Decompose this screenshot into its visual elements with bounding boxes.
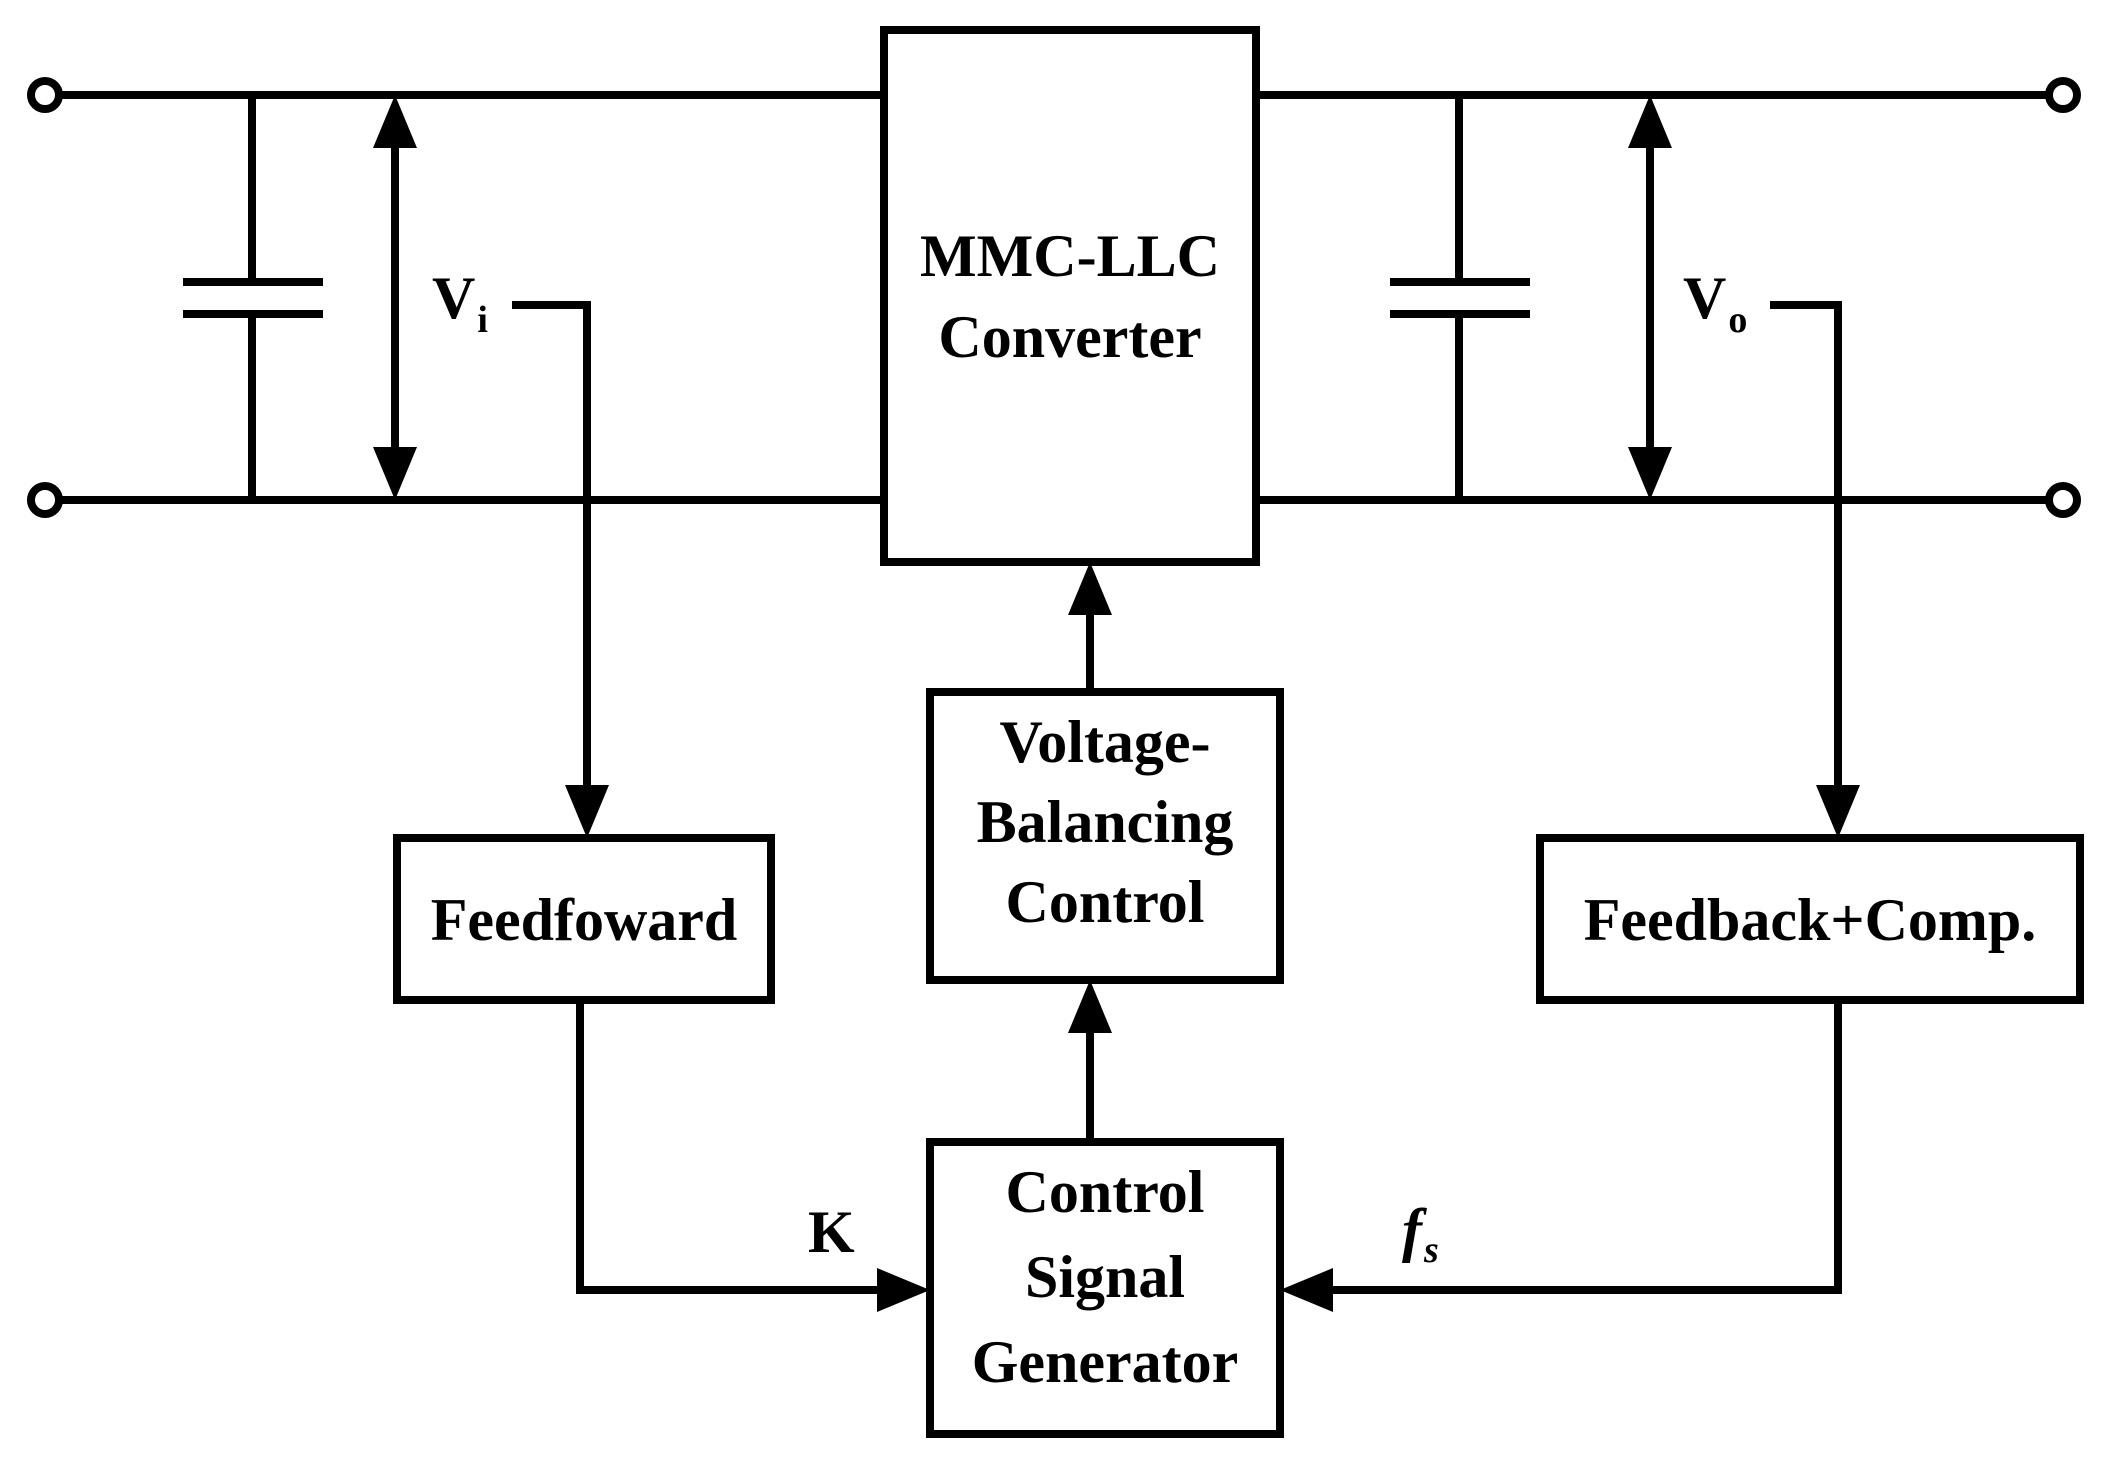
voltage-balancing-label-line2: Balancing xyxy=(977,789,1234,855)
k-label: K xyxy=(808,1199,855,1265)
feedback-to-csg-wire xyxy=(1333,1000,1842,1294)
output-capacitor xyxy=(1390,95,1530,500)
csg-to-vbc-arrowhead xyxy=(1068,980,1112,1033)
vi-sense-wire xyxy=(512,301,591,785)
signal-generator-label-line3: Generator xyxy=(972,1329,1239,1395)
input-bottom-terminal xyxy=(27,482,63,518)
feedback-compensator-block xyxy=(1536,834,2084,1004)
input-capacitor xyxy=(183,95,323,500)
feedforward-label: Feedfoward xyxy=(431,887,738,953)
vo-voltage-arrow xyxy=(1628,95,1672,500)
fs-label: fs xyxy=(1402,1197,1439,1271)
signal-generator-label-line2: Signal xyxy=(1025,1244,1185,1310)
output-top-terminal xyxy=(2045,77,2081,113)
feedforward-to-csg-arrowhead xyxy=(877,1268,930,1312)
converter-label-line1: MMC-LLC xyxy=(920,223,1220,289)
voltage-balancing-label-line1: Voltage- xyxy=(999,709,1210,775)
voltage-balancing-label-line3: Control xyxy=(1006,869,1205,935)
output-bottom-terminal xyxy=(2045,482,2081,518)
vi-voltage-arrow xyxy=(373,95,417,500)
signal-generator-label-line1: Control xyxy=(1006,1159,1205,1225)
voltage-balancing-control-block xyxy=(926,688,1284,984)
vo-sense-wire xyxy=(1770,301,1842,785)
vo-sense-arrowhead xyxy=(1816,785,1860,838)
feedback-label: Feedback+Comp. xyxy=(1584,887,2037,953)
control-signal-generator-block xyxy=(926,1138,1284,1438)
feedback-to-csg-arrowhead xyxy=(1280,1268,1333,1312)
output-rails xyxy=(1256,91,2048,504)
vi-sense-arrowhead xyxy=(565,785,609,838)
vo-label: Vo xyxy=(1683,265,1747,341)
vbc-to-converter-arrowhead xyxy=(1068,562,1112,615)
converter-label-line2: Converter xyxy=(938,304,1201,370)
vi-label: Vi xyxy=(432,265,488,341)
mmc-llc-converter-block xyxy=(880,26,1260,566)
input-top-terminal xyxy=(27,77,63,113)
feedforward-to-csg-wire xyxy=(576,1000,877,1294)
input-rails xyxy=(60,91,890,504)
